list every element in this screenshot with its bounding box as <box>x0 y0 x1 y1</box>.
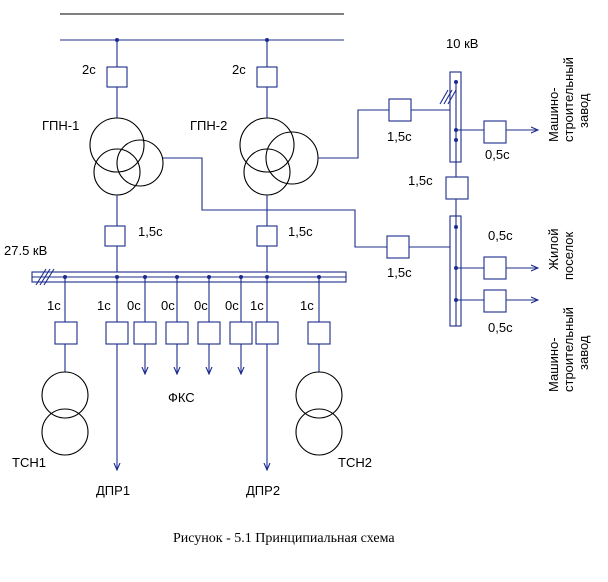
sectional-time: 1,5с <box>408 173 433 188</box>
svg-text:поселок: поселок <box>561 231 576 280</box>
svg-text:строительный: строительный <box>561 57 576 142</box>
gpn1-mv-time: 1,5с <box>387 265 412 280</box>
tsn1-hv-winding <box>41 371 89 419</box>
feeder-top-breaker <box>483 120 507 144</box>
branch-dpr1 <box>105 277 129 470</box>
svg-text:Машино-: Машино- <box>546 87 561 142</box>
consumer-plant-2: Машино- строительный завод <box>546 307 591 392</box>
gpn2-mv-breaker <box>388 98 412 122</box>
fks3-time: 0с <box>194 298 208 313</box>
figure-caption: Рисунок - 5.1 Принципиальная схема <box>173 531 395 546</box>
branch-fks <box>133 277 253 374</box>
fks-breaker-1 <box>133 321 157 345</box>
bus-275kv <box>31 268 347 286</box>
fks2-time: 0с <box>161 298 175 313</box>
gpn2-label: ГПН-2 <box>190 118 227 133</box>
bus-10kv-label: 10 кВ <box>446 36 478 51</box>
feeders-10kv <box>456 120 538 313</box>
gpn2-hv-time: 2с <box>232 62 246 77</box>
feeder-mid-time: 0,5с <box>488 228 513 243</box>
fks4-time: 0с <box>225 298 239 313</box>
fks-breaker-4 <box>229 321 253 345</box>
branch-tsn2 <box>295 277 343 456</box>
gpn1-label: ГПН-1 <box>42 118 79 133</box>
consumer-village: Жилой поселок <box>546 229 576 281</box>
feeder-bot-time: 0,5с <box>488 320 513 335</box>
consumer-plant-1: Машино- строительный завод <box>546 57 591 142</box>
gpn2-hv-breaker <box>256 66 278 88</box>
dpr2-label: ДПР2 <box>246 483 280 498</box>
gpn1-hv-winding <box>89 117 145 173</box>
svg-text:строительный: строительный <box>561 307 576 392</box>
tsn2-lv-winding <box>295 408 343 456</box>
gpn2-mv-time: 1,5с <box>387 129 412 144</box>
gpn1-hv-breaker <box>106 66 128 88</box>
gpn2-lv-breaker <box>256 225 278 247</box>
fks-breaker-3 <box>197 321 221 345</box>
gpn1-lv-breaker <box>104 225 126 247</box>
tsn1-lv-winding <box>41 408 89 456</box>
gpn1-hv-time: 2с <box>82 62 96 77</box>
tsn1-label: ТСН1 <box>12 455 46 470</box>
dpr1-breaker <box>105 321 129 345</box>
fks-label: ФКС <box>168 390 195 405</box>
fks1-time: 0с <box>127 298 141 313</box>
branch-dpr2 <box>255 277 279 470</box>
gpn1-lv-time: 1,5с <box>138 224 163 239</box>
tsn2-label: ТСН2 <box>338 455 372 470</box>
svg-text:Машино-: Машино- <box>546 337 561 392</box>
gpn2-mv-winding <box>265 131 319 185</box>
svg-text:завод: завод <box>576 93 591 128</box>
tsn2-hv-winding <box>295 371 343 419</box>
dpr2-breaker <box>255 321 279 345</box>
svg-text:завод: завод <box>576 335 591 370</box>
gpn2-lv-time: 1,5с <box>288 224 313 239</box>
gpn2-hv-winding <box>239 117 295 173</box>
tsn1-breaker <box>54 321 78 345</box>
svg-text:Жилой: Жилой <box>546 229 561 271</box>
tsn2-time: 1с <box>300 298 314 313</box>
gpn1-branch <box>89 40 164 272</box>
dpr2-time: 1с <box>250 298 264 313</box>
feeder-bot-breaker <box>483 289 507 313</box>
tsn1-time: 1с <box>47 298 61 313</box>
feeder-mid-breaker <box>483 256 507 280</box>
bus-275kv-label: 27.5 кВ <box>4 243 47 258</box>
bus-10kv <box>439 71 469 327</box>
sectional-breaker-10kv <box>445 176 469 200</box>
gpn1-mv-breaker <box>386 235 410 259</box>
dpr1-time: 1с <box>97 298 111 313</box>
gpn1-mv-winding <box>116 139 164 187</box>
dpr1-label: ДПР1 <box>96 483 130 498</box>
branch-tsn1 <box>41 277 89 456</box>
tsn2-breaker <box>307 321 331 345</box>
feeder-top-time: 0,5с <box>485 147 510 162</box>
fks-breaker-2 <box>165 321 189 345</box>
